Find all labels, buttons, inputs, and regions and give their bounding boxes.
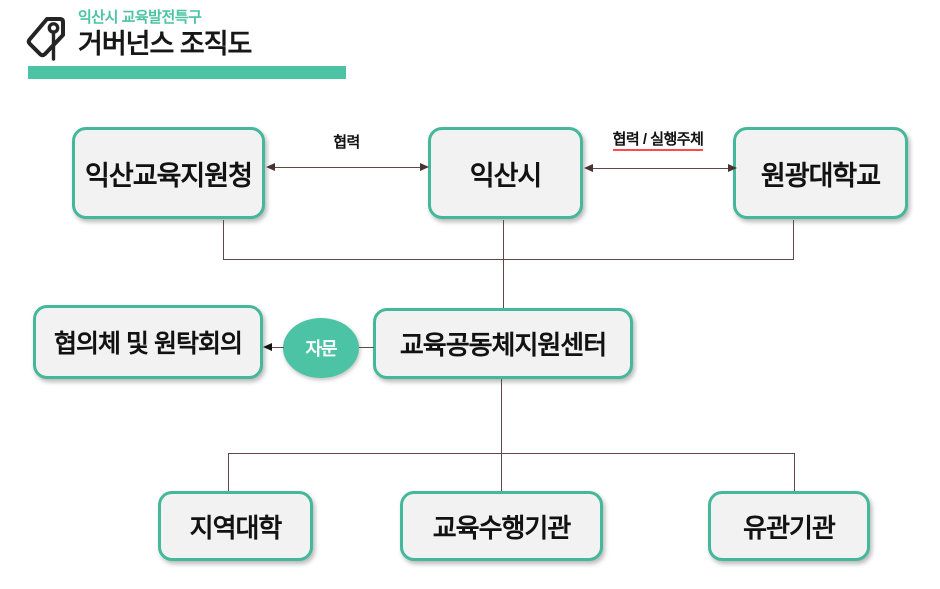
edge-label-cooperation-executor: 협력 / 실행주체 (586, 128, 730, 151)
connector-related-org-drop (794, 453, 795, 491)
arrowhead-left-icon (266, 163, 275, 171)
connector-university-drop (793, 220, 794, 259)
page-title: 거버넌스 조직도 (78, 29, 252, 59)
connector-regional-univ-drop (228, 453, 229, 491)
arrowhead-left-icon (584, 164, 593, 172)
node-regional-univ: 지역대학 (158, 491, 313, 561)
connector-city-to-center (503, 220, 504, 309)
connector-row1-horizontal (223, 259, 794, 260)
edge-cooperation-executor-line (590, 168, 730, 169)
advice-badge: 자문 (283, 318, 359, 378)
node-university: 원광대학교 (733, 127, 908, 219)
node-related-org: 유관기관 (708, 491, 870, 561)
edge-label-underlined-text: 협력 / 실행주체 (612, 131, 704, 151)
arrowhead-right-icon (728, 164, 737, 172)
connector-center-to-badge (359, 347, 374, 348)
arrowhead-left-icon (263, 343, 272, 351)
node-edu-office: 익산교육지원청 (72, 127, 265, 219)
tag-icon (22, 12, 70, 62)
connector-edu-office-drop (223, 220, 224, 259)
connector-row3-horizontal (228, 453, 795, 454)
arrowhead-right-icon (420, 163, 429, 171)
node-city: 익산시 (428, 127, 583, 219)
header-accent-bar (28, 66, 346, 79)
node-edu-agency: 교육수행기관 (400, 491, 603, 561)
header-eyebrow: 익산시 교육발전특구 (78, 9, 202, 26)
node-council: 협의체 및 원탁회의 (33, 305, 263, 379)
edge-label-cooperation: 협력 (333, 134, 360, 151)
connector-badge-to-council (271, 347, 284, 348)
connector-center-drop (501, 379, 502, 491)
node-support-center: 교육공동체지원센터 (373, 308, 633, 379)
edge-cooperation-line (272, 167, 422, 168)
